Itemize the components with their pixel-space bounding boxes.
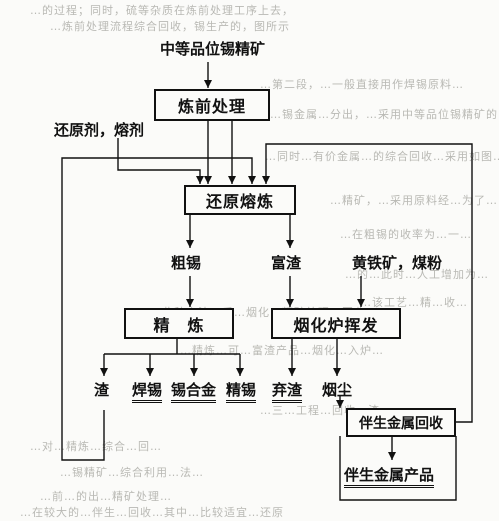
background-text-line: …的过程；同时，硫等杂质在炼前处理工序上去， (30, 4, 294, 17)
reduction-smelting-label: 还原熔炼 (205, 192, 274, 211)
background-text-line: …锡金属…分出，…采用中等品位锡精矿的… (270, 108, 499, 121)
associated-metal-product-label: 伴生金属产品 (344, 466, 435, 488)
background-text-line: …锡精矿…综合利用…法… (60, 466, 204, 479)
solder-label: 焊锡 (132, 381, 163, 403)
fuming-furnace-box: 烟化炉挥发 (271, 308, 401, 339)
associated-metal-recovery-label: 伴生金属回收 (359, 415, 443, 432)
arrow-reducer-to-reduction (117, 138, 204, 184)
fuming-furnace-label: 烟化炉挥发 (293, 315, 379, 335)
input-ore-label: 中等品位锡精矿 (160, 40, 266, 58)
crude-tin-label: 粗锡 (171, 254, 202, 272)
background-text-line: …的…此时…人工增加为… (345, 268, 489, 281)
refined-tin-text: 精锡 (226, 381, 257, 403)
loop-slag-to-reduction (61, 157, 256, 461)
background-text-line: …前…的出…精矿处理… (40, 490, 172, 503)
tin-alloy-text: 锡合金 (171, 381, 217, 403)
background-text-line: …在较大的…伴生…回收…其中…比较适宜…还原 (20, 506, 284, 519)
background-text-line: …第二段，…一般直接用作焊锡原料… (260, 78, 464, 91)
pretreatment-label: 炼前处理 (177, 97, 246, 116)
waste-slag-text: 弃渣 (272, 381, 303, 403)
pyrite-coal-label: 黄铁矿，煤粉 (352, 254, 443, 272)
rich-slag-label: 富渣 (271, 254, 302, 272)
refining-label: 精 炼 (153, 315, 205, 335)
tin-alloy-label: 锡合金 (171, 381, 217, 403)
pretreatment-box: 炼前处理 (154, 89, 270, 121)
dust-label: 烟尘 (322, 381, 353, 399)
reducer-flux-label: 还原剂，熔剂 (54, 121, 145, 139)
background-text-line: …精矿，…采用原料经…为了… (330, 194, 498, 207)
waste-slag-label: 弃渣 (272, 381, 303, 403)
background-text-line: …炼前处理流程综合回收，锡生产的，图所示 (50, 20, 290, 33)
refined-tin-label: 精锡 (226, 381, 257, 403)
loop-recovery-lower (339, 436, 457, 501)
solder-text: 焊锡 (132, 381, 163, 403)
reduction-smelting-box: 还原熔炼 (184, 185, 296, 215)
background-text-line: …对…精炼…综合…回… (30, 440, 162, 453)
slag-label: 渣 (94, 381, 110, 399)
background-text-line: …同时…有价金属…的综合回收…采用如图… (265, 150, 499, 163)
background-text-line: …该工艺…精…收… (360, 296, 468, 309)
associated-metal-product-text: 伴生金属产品 (344, 466, 435, 488)
refining-box: 精 炼 (124, 308, 234, 339)
background-text-line: …在粗锡的收率为…一… (340, 228, 472, 241)
associated-metal-recovery-box: 伴生金属回收 (346, 408, 456, 437)
loop-recovery-to-reduction (262, 143, 473, 423)
